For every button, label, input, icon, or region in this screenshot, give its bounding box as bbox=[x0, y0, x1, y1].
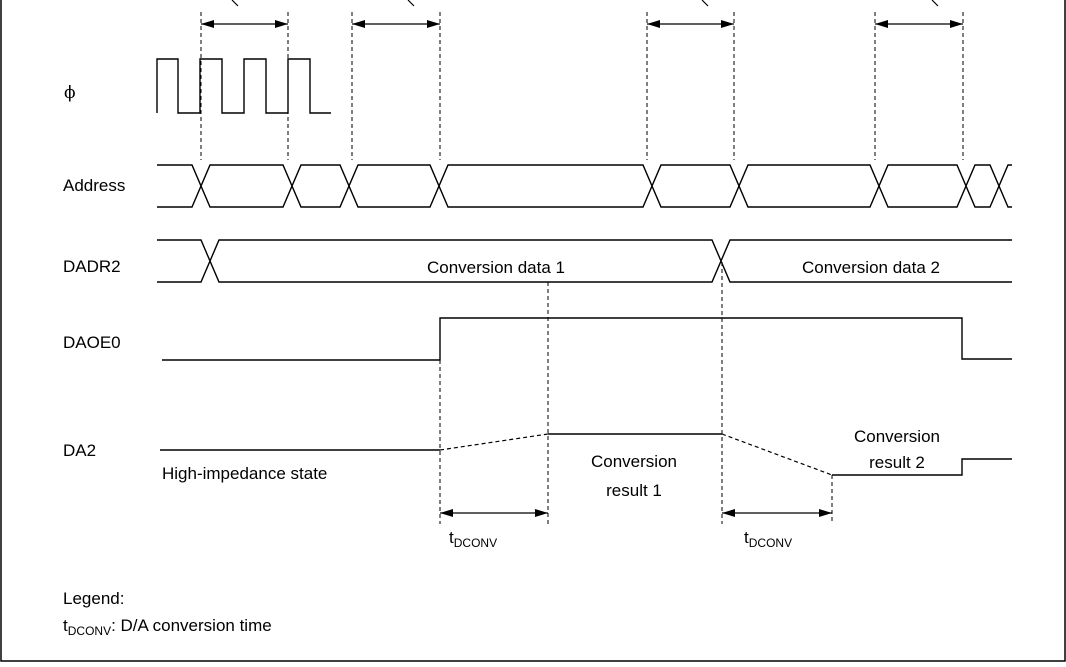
conversion-data-2-label: Conversion data 2 bbox=[802, 258, 940, 277]
daoe0-signal-label: DAOE0 bbox=[63, 333, 121, 352]
conversion-result-2-line1: Conversion bbox=[854, 427, 940, 446]
conversion-result-1-line2: result 1 bbox=[606, 481, 662, 500]
double-arrow bbox=[875, 20, 963, 28]
conversion-result-2-line2: result 2 bbox=[869, 453, 925, 472]
clock-waveform bbox=[156, 58, 331, 114]
conversion-markers bbox=[439, 262, 833, 524]
address-bus-waveform bbox=[157, 164, 1012, 208]
double-arrow bbox=[352, 20, 440, 28]
conversion-data-1-label: Conversion data 1 bbox=[427, 258, 565, 277]
high-impedance-label: High-impedance state bbox=[162, 464, 327, 483]
clock-signal-label: ϕ bbox=[64, 83, 76, 103]
tdconv-arrow-2 bbox=[722, 509, 832, 517]
tdconv-label-1: tDCONV bbox=[449, 528, 497, 550]
conversion-result-1-line1: Conversion bbox=[591, 452, 677, 471]
double-arrow bbox=[201, 20, 288, 28]
dadr2-signal-label: DADR2 bbox=[63, 257, 121, 276]
da2-waveform bbox=[160, 433, 1012, 476]
address-signal-label: Address bbox=[63, 176, 125, 195]
legend-title: Legend: bbox=[63, 589, 124, 608]
dadr2-bus-waveform bbox=[157, 239, 1012, 283]
legend-entry: tDCONV: D/A conversion time bbox=[63, 616, 272, 638]
tdconv-arrow-1 bbox=[440, 509, 548, 517]
tdconv-label-2: tDCONV bbox=[744, 528, 792, 550]
daoe0-waveform bbox=[162, 317, 1012, 361]
bus-cycle-arrows bbox=[200, 0, 964, 160]
da2-signal-label: DA2 bbox=[63, 441, 96, 460]
double-arrow bbox=[647, 20, 734, 28]
